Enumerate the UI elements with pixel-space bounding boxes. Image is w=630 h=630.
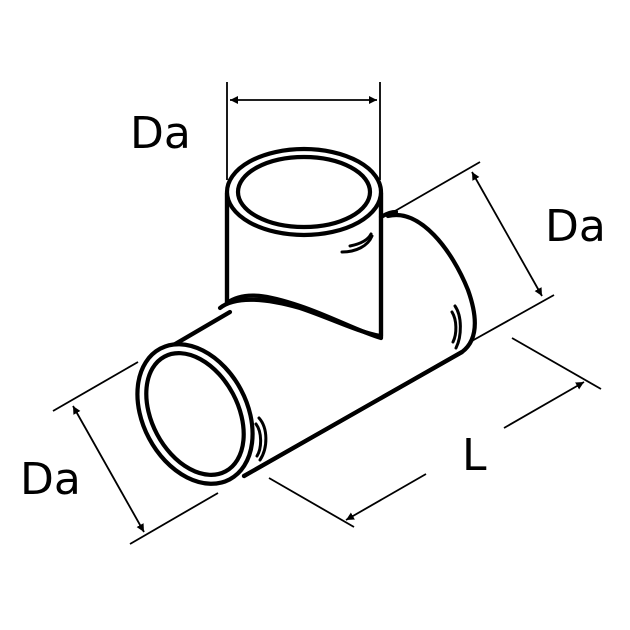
dimension-top-da <box>226 82 381 180</box>
dimension-right-da <box>394 161 555 343</box>
dimension-left-da <box>52 361 219 545</box>
dimension-length-l <box>268 337 602 528</box>
left-end-diameter-label: Da <box>20 454 81 505</box>
left-pipe-end <box>135 304 462 486</box>
length-label: L <box>462 430 487 481</box>
top-branch-diameter-label: Da <box>130 108 191 159</box>
right-end-diameter-label: Da <box>545 201 606 252</box>
branch-pipe <box>217 146 399 341</box>
